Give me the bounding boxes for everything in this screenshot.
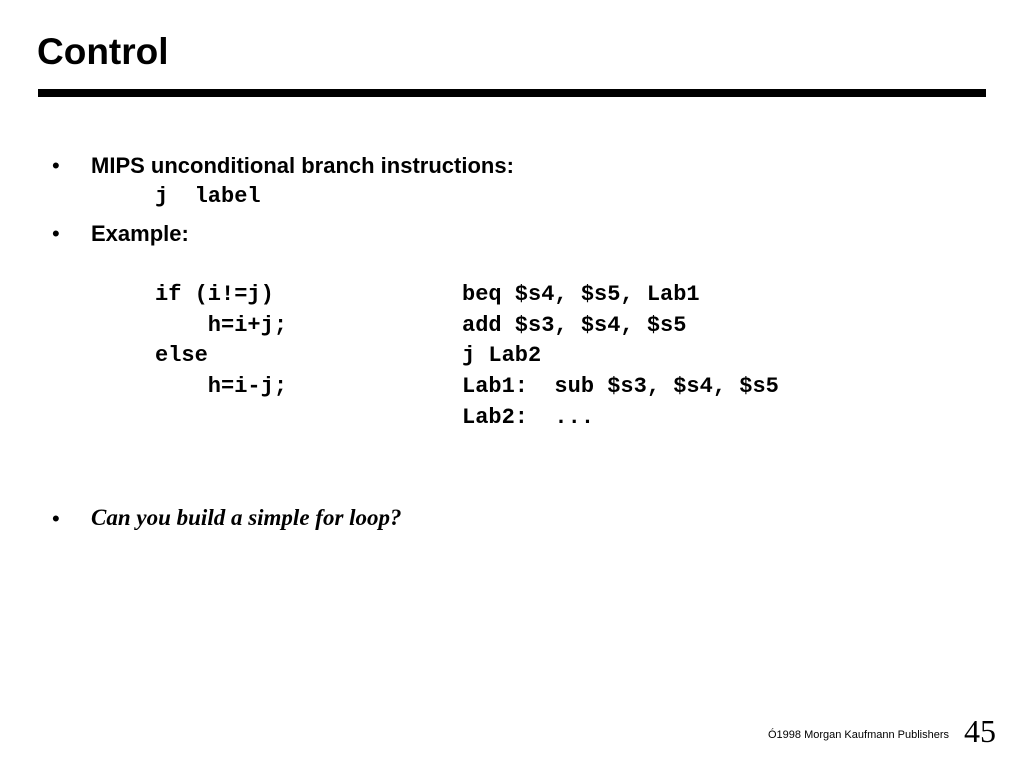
asm-code-line: beq $s4, $s5, Lab1: [462, 282, 700, 307]
bullet-marker: •: [52, 153, 60, 178]
c-code-line: else: [155, 343, 208, 368]
asm-code-line: Lab1: sub $s3, $s4, $s5: [462, 374, 779, 399]
bullet-marker: •: [52, 221, 60, 246]
bullet-marker: •: [52, 506, 60, 531]
slide-title: Control: [37, 31, 169, 72]
bullet-branch-instructions: MIPS unconditional branch instructions:: [91, 153, 514, 178]
asm-code-line: j Lab2: [462, 343, 542, 368]
copyright-footer: Ó1998 Morgan Kaufmann Publishers: [768, 729, 949, 741]
asm-code-line: Lab2: ...: [462, 405, 595, 430]
bullet-example: Example:: [91, 221, 189, 246]
bullet-for-loop-question: Can you build a simple for loop?: [91, 505, 402, 530]
c-code-line: h=i+j;: [155, 313, 288, 338]
title-divider: [38, 89, 986, 97]
jump-syntax-code: j label: [155, 184, 261, 209]
c-code-line: if (i!=j): [155, 282, 274, 307]
asm-code-line: add $s3, $s4, $s5: [462, 313, 687, 338]
page-number: 45: [964, 713, 996, 749]
c-code-line: h=i-j;: [155, 374, 288, 399]
